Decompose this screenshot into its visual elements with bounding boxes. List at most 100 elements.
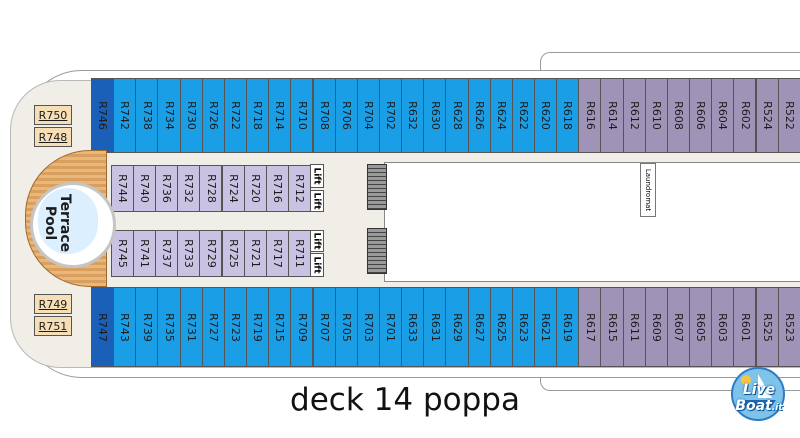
cabin-r615[interactable]: R615 — [600, 287, 624, 367]
cabin-r742[interactable]: R742 — [113, 78, 137, 153]
cabin-r749[interactable]: R749 — [34, 294, 72, 314]
cabin-r735[interactable]: R735 — [157, 287, 181, 367]
lift-2[interactable]: Lift — [310, 190, 324, 212]
cabin-r720[interactable]: R720 — [243, 165, 267, 212]
cabin-r715[interactable]: R715 — [268, 287, 292, 367]
cabin-r608[interactable]: R608 — [666, 78, 691, 153]
cabin-r716[interactable]: R716 — [265, 165, 289, 212]
cabin-r617[interactable]: R617 — [578, 287, 602, 367]
cabin-r623[interactable]: R623 — [511, 287, 535, 367]
cabin-r727[interactable]: R727 — [201, 287, 225, 367]
cabin-r523[interactable]: R523 — [777, 287, 800, 367]
cabin-r522[interactable]: R522 — [777, 78, 800, 153]
cabin-r632[interactable]: R632 — [401, 78, 425, 153]
cabin-r710[interactable]: R710 — [290, 78, 314, 153]
cabin-label: R724 — [226, 174, 240, 203]
laundromat[interactable]: Laundromat — [640, 163, 656, 217]
cabin-r722[interactable]: R722 — [223, 78, 248, 153]
cabin-r603[interactable]: R603 — [711, 287, 735, 367]
cabin-r714[interactable]: R714 — [268, 78, 292, 153]
cabin-label: R623 — [516, 312, 530, 342]
cabin-r706[interactable]: R706 — [334, 78, 358, 153]
cabin-r628[interactable]: R628 — [445, 78, 469, 153]
cabin-r605[interactable]: R605 — [689, 287, 713, 367]
cabin-r725[interactable]: R725 — [221, 230, 245, 277]
cabin-r604[interactable]: R604 — [711, 78, 735, 153]
cabin-r631[interactable]: R631 — [423, 287, 447, 367]
cabin-r733[interactable]: R733 — [177, 230, 201, 277]
cabin-r525[interactable]: R525 — [755, 287, 779, 367]
cabin-r630[interactable]: R630 — [423, 78, 447, 153]
lift-1[interactable]: Lift — [310, 164, 324, 188]
cabin-r524[interactable]: R524 — [755, 78, 779, 153]
cabin-r612[interactable]: R612 — [622, 78, 646, 153]
cabin-label: R609 — [649, 312, 663, 342]
cabin-r729[interactable]: R729 — [199, 230, 223, 277]
cabin-r750[interactable]: R750 — [34, 105, 72, 125]
lift-4[interactable]: Lift — [310, 253, 324, 277]
cabin-r736[interactable]: R736 — [155, 165, 179, 212]
cabin-r746[interactable]: R746 — [91, 78, 115, 153]
cabin-label: R604 — [716, 101, 730, 130]
cabin-r726[interactable]: R726 — [201, 78, 225, 153]
cabin-r611[interactable]: R611 — [622, 287, 646, 367]
cabin-r703[interactable]: R703 — [356, 287, 380, 367]
cabin-r739[interactable]: R739 — [135, 287, 159, 367]
cabin-r738[interactable]: R738 — [135, 78, 159, 153]
cabin-r627[interactable]: R627 — [467, 287, 491, 367]
lift-3[interactable]: Lift — [310, 230, 324, 252]
cabin-r624[interactable]: R624 — [489, 78, 513, 153]
cabin-r609[interactable]: R609 — [644, 287, 668, 367]
cabin-r610[interactable]: R610 — [644, 78, 668, 153]
cabin-r709[interactable]: R709 — [290, 287, 314, 367]
cabin-r734[interactable]: R734 — [157, 78, 181, 153]
cabin-r741[interactable]: R741 — [133, 230, 157, 277]
cabin-r717[interactable]: R717 — [265, 230, 289, 277]
cabin-r719[interactable]: R719 — [246, 287, 270, 367]
cabin-r707[interactable]: R707 — [312, 287, 336, 367]
cabin-r701[interactable]: R701 — [378, 287, 403, 367]
cabin-r619[interactable]: R619 — [556, 287, 580, 367]
cabin-r740[interactable]: R740 — [133, 165, 157, 212]
cabin-label: R709 — [295, 312, 309, 342]
cabin-r616[interactable]: R616 — [578, 78, 602, 153]
cabin-r751[interactable]: R751 — [34, 316, 72, 336]
cabin-r633[interactable]: R633 — [401, 287, 425, 367]
cabin-r618[interactable]: R618 — [556, 78, 580, 153]
cabin-r743[interactable]: R743 — [113, 287, 137, 367]
cabin-r704[interactable]: R704 — [356, 78, 380, 153]
cabin-r744[interactable]: R744 — [111, 165, 134, 212]
cabin-r601[interactable]: R601 — [733, 287, 757, 367]
cabin-r708[interactable]: R708 — [312, 78, 336, 153]
cabin-r724[interactable]: R724 — [221, 165, 245, 212]
cabin-r737[interactable]: R737 — [155, 230, 179, 277]
cabin-r711[interactable]: R711 — [287, 230, 311, 277]
cabin-r602[interactable]: R602 — [733, 78, 757, 153]
cabin-r702[interactable]: R702 — [378, 78, 403, 153]
cabin-r732[interactable]: R732 — [177, 165, 201, 212]
cabin-label: R621 — [539, 312, 553, 342]
cabin-r606[interactable]: R606 — [689, 78, 713, 153]
cabin-r747[interactable]: R747 — [91, 287, 115, 367]
cabin-r625[interactable]: R625 — [489, 287, 513, 367]
cabin-r621[interactable]: R621 — [534, 287, 558, 367]
cabin-r728[interactable]: R728 — [199, 165, 223, 212]
cabin-r626[interactable]: R626 — [467, 78, 491, 153]
cabin-r614[interactable]: R614 — [600, 78, 624, 153]
cabin-label: R712 — [292, 174, 306, 203]
cabin-r721[interactable]: R721 — [243, 230, 267, 277]
cabin-r620[interactable]: R620 — [534, 78, 558, 153]
cabin-r718[interactable]: R718 — [246, 78, 270, 153]
cabin-r730[interactable]: R730 — [179, 78, 203, 153]
cabin-r731[interactable]: R731 — [179, 287, 203, 367]
cabin-r629[interactable]: R629 — [445, 287, 469, 367]
cabin-r723[interactable]: R723 — [223, 287, 248, 367]
cabin-r705[interactable]: R705 — [334, 287, 358, 367]
cabin-label: R716 — [270, 174, 284, 203]
cabin-r745[interactable]: R745 — [111, 230, 134, 277]
cabin-label: R617 — [583, 312, 597, 342]
cabin-r748[interactable]: R748 — [34, 127, 72, 147]
cabin-r622[interactable]: R622 — [511, 78, 535, 153]
cabin-r712[interactable]: R712 — [287, 165, 311, 212]
cabin-r607[interactable]: R607 — [666, 287, 691, 367]
